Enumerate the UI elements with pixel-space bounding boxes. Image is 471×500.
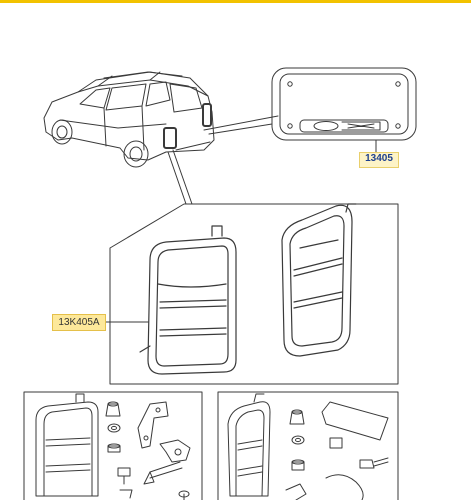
kit-left-hardware bbox=[105, 401, 191, 500]
guard-panel-frame bbox=[109, 203, 399, 385]
kit-right-hardware bbox=[285, 401, 389, 500]
callout-label-license-plate-frame[interactable]: 13405 bbox=[359, 152, 399, 168]
callout-label-tail-lamp-guard[interactable]: 13K405A bbox=[52, 314, 106, 331]
tail-lamp-guard-right bbox=[281, 203, 357, 357]
license-plate-frame bbox=[271, 67, 417, 141]
kit-right-guard bbox=[227, 393, 271, 497]
header-rule bbox=[0, 0, 471, 3]
leader-line-guard bbox=[167, 151, 187, 205]
leader-line-plate bbox=[203, 115, 279, 131]
tail-lamp-guard-left bbox=[139, 225, 237, 375]
kit-panel-left bbox=[23, 391, 203, 500]
vehicle-illustration bbox=[43, 71, 215, 168]
kit-panel-right bbox=[217, 391, 399, 500]
kit-left-guard bbox=[35, 393, 99, 497]
